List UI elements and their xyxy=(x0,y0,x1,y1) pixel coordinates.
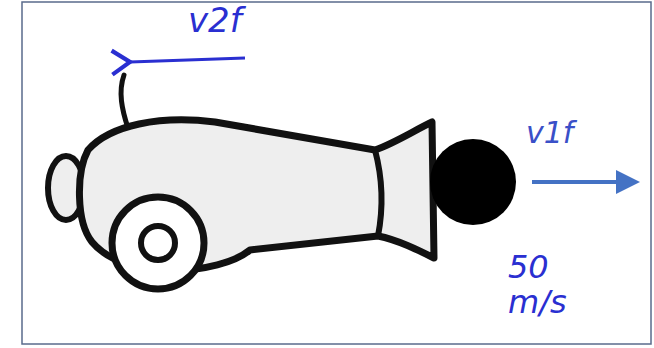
velocity-label: v2f xyxy=(188,2,242,39)
velocity-arrow xyxy=(532,180,636,184)
frame xyxy=(22,2,651,344)
speed-label: 50 m/s xyxy=(508,250,598,320)
wheel-hub xyxy=(141,226,175,260)
velocity-arrow xyxy=(130,58,245,62)
muzzle-band xyxy=(375,150,381,236)
velocity-label: v1f xyxy=(526,116,573,149)
cannonball xyxy=(430,139,516,225)
cannon-wheel xyxy=(112,197,204,289)
fuse xyxy=(121,75,128,128)
